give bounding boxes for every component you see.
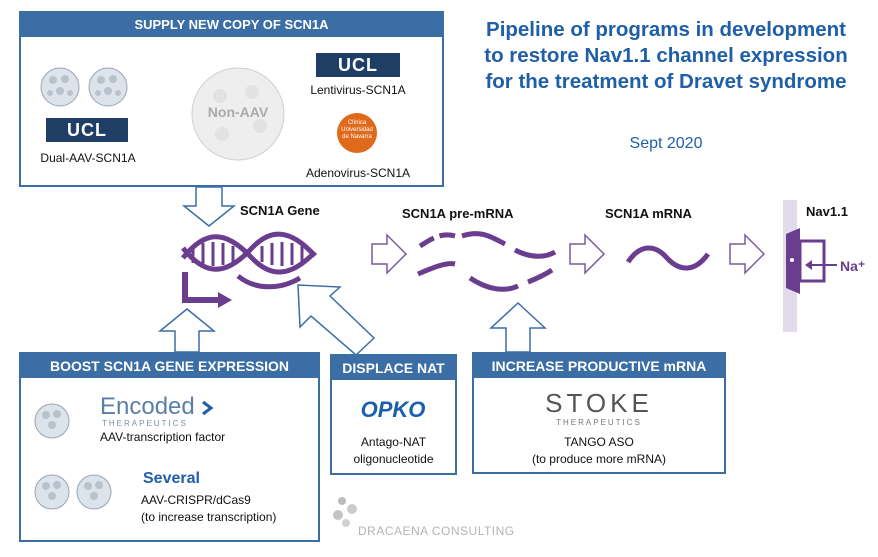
virus-icon	[34, 403, 70, 439]
transcription-start-icon	[182, 272, 222, 303]
encoded-logo: Encoded	[100, 393, 195, 420]
stage-pre-mrna-label: SCN1A pre-mRNA	[402, 206, 514, 221]
boost-arrow	[157, 308, 217, 353]
lentivirus-label: Lentivirus-SCN1A	[310, 83, 406, 97]
navarra-logo	[337, 113, 377, 153]
virus-icon	[88, 67, 128, 107]
diagram-title: Pipeline of programs in development to r…	[484, 18, 848, 93]
stage-gene-label: SCN1A Gene	[240, 203, 320, 218]
increase-box-header: INCREASE PRODUCTIVE mRNA	[474, 354, 724, 378]
increase-arrow	[489, 301, 547, 353]
crispr-label: AAV-CRISPR/dCas9	[141, 493, 251, 507]
pre-mrna-icon	[417, 231, 557, 292]
stage-protein-label: Nav1.1	[806, 204, 848, 219]
supply-arrow	[181, 186, 237, 227]
dual-aav-label: Dual-AAV-SCN1A	[40, 151, 136, 165]
displace-label-line2: oligonucleotide	[353, 452, 434, 466]
stoke-logo: STOKE	[545, 388, 653, 418]
crispr-note: (to increase transcription)	[141, 510, 277, 524]
boost-box: BOOST SCN1A GENE EXPRESSION	[19, 352, 320, 542]
virus-icon	[76, 474, 112, 510]
supply-box-header: SUPPLY NEW COPY OF SCN1A	[21, 13, 442, 37]
watermark-text: DRACAENA CONSULTING	[358, 524, 515, 538]
displace-box-header: DISPLACE NAT	[332, 356, 455, 380]
sodium-ion-label: Na⁺	[840, 258, 866, 274]
stoke-logo-sub: THERAPEUTICS	[556, 418, 642, 427]
increase-box: INCREASE PRODUCTIVE mRNA	[472, 352, 726, 474]
diagram-date: Sept 2020	[629, 135, 703, 152]
ucl-logo: UCL	[316, 53, 400, 77]
adenovirus-label: Adenovirus-SCN1A	[305, 166, 411, 180]
virus-icon	[34, 474, 70, 510]
boost-box-header: BOOST SCN1A GENE EXPRESSION	[21, 354, 318, 378]
arrow-premrna-to-mrna	[569, 233, 606, 275]
displace-label-line1: Antago-NAT	[360, 435, 427, 449]
dracaena-logo-icon	[333, 497, 357, 527]
dna-helix-icon	[181, 231, 317, 275]
several-label: Several	[143, 470, 200, 487]
virus-icon	[40, 67, 80, 107]
encoded-label: AAV-transcription factor	[100, 430, 226, 444]
stage-mrna-label: SCN1A mRNA	[605, 206, 692, 221]
increase-label-line2: (to produce more mRNA)	[531, 452, 667, 466]
displace-arrow	[297, 284, 376, 357]
ucl-logo: UCL	[46, 118, 128, 142]
chevron-right-icon	[202, 400, 214, 416]
arrow-gene-to-premrna	[371, 233, 408, 275]
opko-logo: OPKO	[360, 397, 426, 422]
navarra-logo-text: Clínica Universidad de Navarra	[341, 120, 373, 140]
non-aav-particle-icon	[191, 67, 285, 161]
encoded-logo-sub: THERAPEUTICS	[102, 419, 188, 428]
arrow-mrna-to-protein	[729, 233, 766, 275]
increase-label-line1: TANGO ASO	[564, 435, 634, 449]
non-aav-label: Non-AAV	[207, 104, 269, 120]
displace-box: DISPLACE NAT	[330, 354, 457, 475]
mrna-icon	[625, 245, 711, 271]
